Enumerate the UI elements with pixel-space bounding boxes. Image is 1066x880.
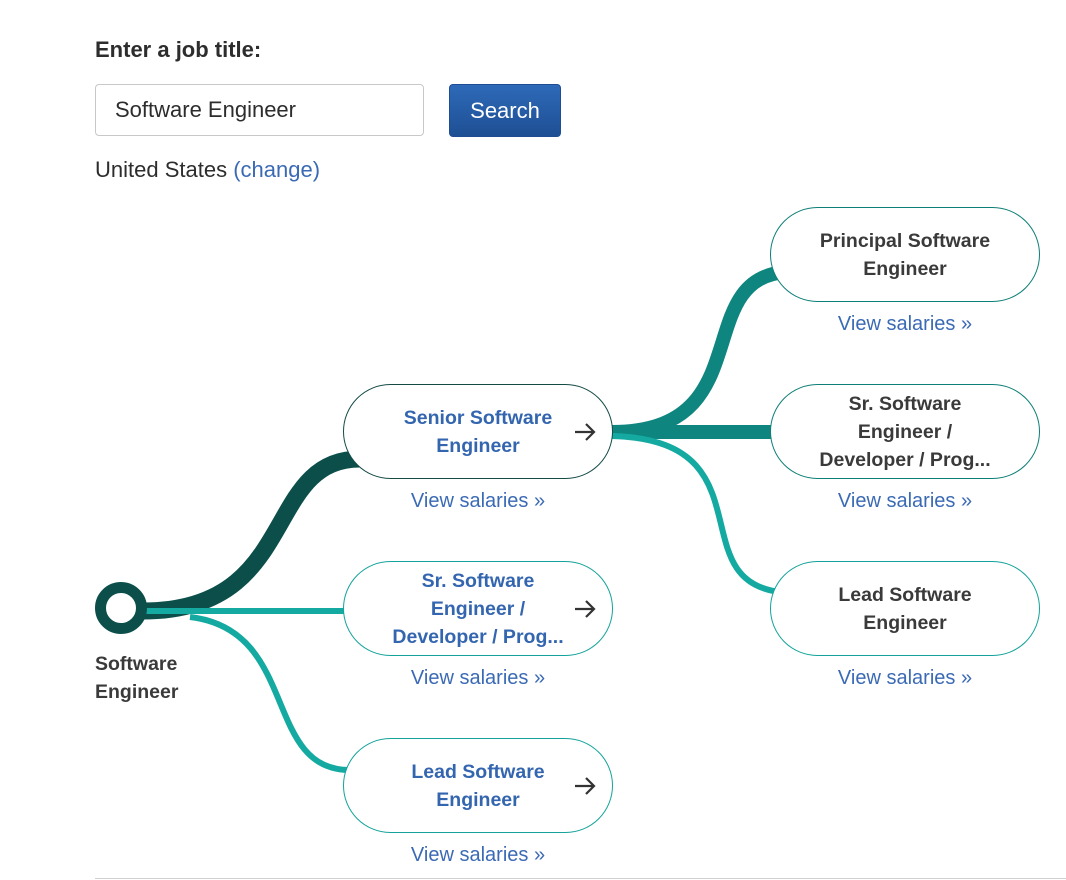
path-to-senior: [142, 450, 361, 620]
view-salaries-link[interactable]: View salaries »: [410, 844, 546, 866]
node-lead-software-engineer-2: Lead Software Engineer: [770, 561, 1040, 656]
change-location-link[interactable]: (change): [233, 157, 321, 182]
origin-job-title: Software Engineer: [95, 653, 179, 703]
node-senior-software-engineer[interactable]: Senior Software Engineer: [343, 384, 613, 479]
bottom-divider: [95, 878, 1066, 879]
arrow-right-icon: [575, 776, 596, 795]
ring-marker-icon: [95, 582, 147, 634]
search-button[interactable]: Search: [449, 84, 561, 137]
location-line: United States (change): [95, 157, 320, 183]
node-principal-software-engineer: Principal Software Engineer: [770, 207, 1040, 302]
node-sr-software-engineer-developer-2: Sr. Software Engineer / Developer / Prog…: [770, 384, 1040, 479]
node-title: Principal Software Engineer: [819, 229, 991, 280]
job-title-label: Enter a job title:: [95, 37, 262, 62]
view-salaries-link[interactable]: View salaries »: [410, 490, 546, 512]
path-to-lead: [189, 614, 351, 773]
node-sr-software-engineer-developer[interactable]: Sr. Software Engineer / Developer / Prog…: [343, 561, 613, 656]
arrow-right-icon: [575, 422, 596, 441]
node-title[interactable]: Senior Software Engineer: [403, 406, 553, 457]
path-to-principal: [611, 265, 786, 439]
view-salaries-link[interactable]: View salaries »: [837, 313, 973, 335]
path-to-lead-2: [611, 433, 781, 595]
node-title: Lead Software Engineer: [838, 583, 972, 634]
location-country: United States: [95, 157, 228, 182]
view-salaries-link[interactable]: View salaries »: [837, 667, 973, 689]
node-title: Sr. Software Engineer / Developer / Prog…: [819, 392, 991, 471]
view-salaries-link[interactable]: View salaries »: [410, 667, 546, 689]
arrow-right-icon: [575, 599, 596, 618]
job-title-input[interactable]: [95, 84, 424, 136]
view-salaries-link[interactable]: View salaries »: [837, 490, 973, 512]
node-lead-software-engineer[interactable]: Lead Software Engineer: [343, 738, 613, 833]
node-title[interactable]: Lead Software Engineer: [411, 760, 545, 811]
node-title[interactable]: Sr. Software Engineer / Developer / Prog…: [392, 569, 564, 648]
